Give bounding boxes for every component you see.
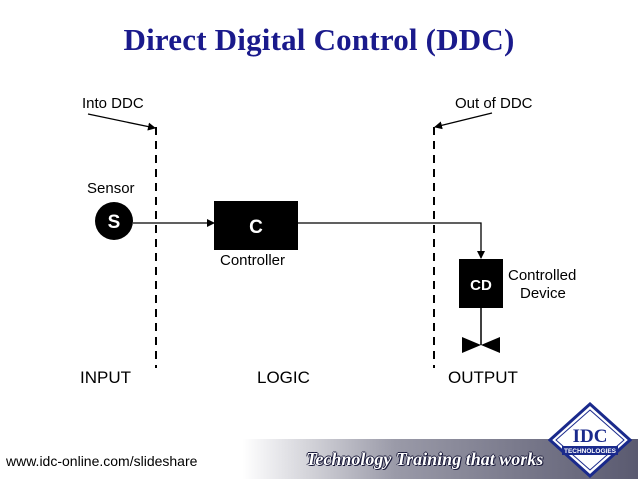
valve-icon	[462, 337, 500, 353]
footer-band	[0, 439, 638, 479]
device-letter: CD	[470, 277, 492, 294]
logo-sub: TECHNOLOGIES	[564, 448, 617, 455]
controller-letter: C	[249, 217, 263, 238]
sensor-letter: S	[108, 212, 121, 233]
idc-logo: IDC TECHNOLOGIES	[548, 402, 632, 478]
sensor-label: Sensor	[87, 180, 135, 197]
section-input-label: INPUT	[80, 368, 131, 387]
page-title: Direct Digital Control (DDC)	[123, 22, 515, 57]
ddc-diagram: Into DDC Out of DDC Sensor S C Controlle…	[80, 95, 576, 387]
device-label-line1: Controlled	[508, 267, 576, 284]
controller-to-device-line	[298, 222, 485, 259]
footer-url[interactable]: www.idc-online.com/slideshare	[6, 453, 198, 469]
controlled-device-box	[459, 259, 503, 308]
sensor-icon	[95, 202, 133, 240]
controller-label: Controller	[220, 252, 285, 269]
out-of-ddc-label: Out of DDC	[455, 95, 533, 112]
footer-tagline: Technology Training that works	[306, 449, 544, 469]
device-label-line2: Device	[520, 285, 566, 302]
out-of-ddc-pointer	[434, 112, 493, 130]
section-logic-label: LOGIC	[257, 368, 310, 387]
logo-name: IDC	[573, 426, 608, 447]
into-ddc-pointer	[87, 113, 156, 131]
section-output-label: OUTPUT	[448, 368, 518, 387]
into-ddc-label: Into DDC	[82, 95, 144, 112]
controller-box	[214, 201, 298, 250]
